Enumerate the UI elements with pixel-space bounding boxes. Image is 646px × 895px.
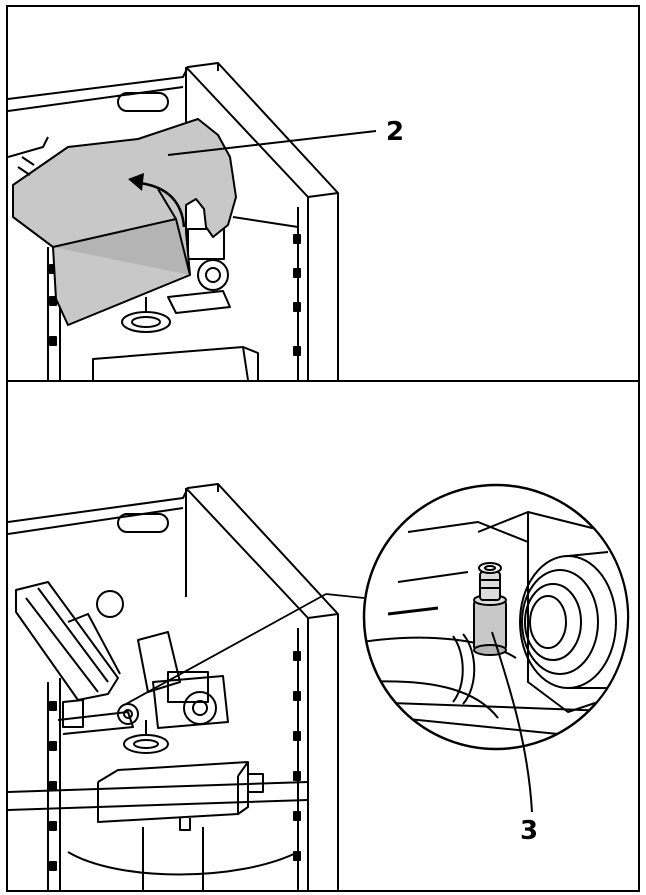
figure-frame: 2 — [6, 5, 640, 892]
boiler-valve-illustration — [8, 483, 630, 890]
valve-detail-magnifier-icon — [362, 483, 630, 751]
callout-number: 3 — [520, 816, 539, 846]
panel-remove-cover: 2 — [8, 7, 638, 380]
boiler-cover-illustration — [8, 62, 377, 380]
panel-valve-detail: 3 — [8, 382, 638, 890]
panel-divider — [8, 380, 638, 382]
callout-number: 2 — [386, 117, 405, 147]
cover-removal-arrow-icon — [128, 173, 186, 228]
